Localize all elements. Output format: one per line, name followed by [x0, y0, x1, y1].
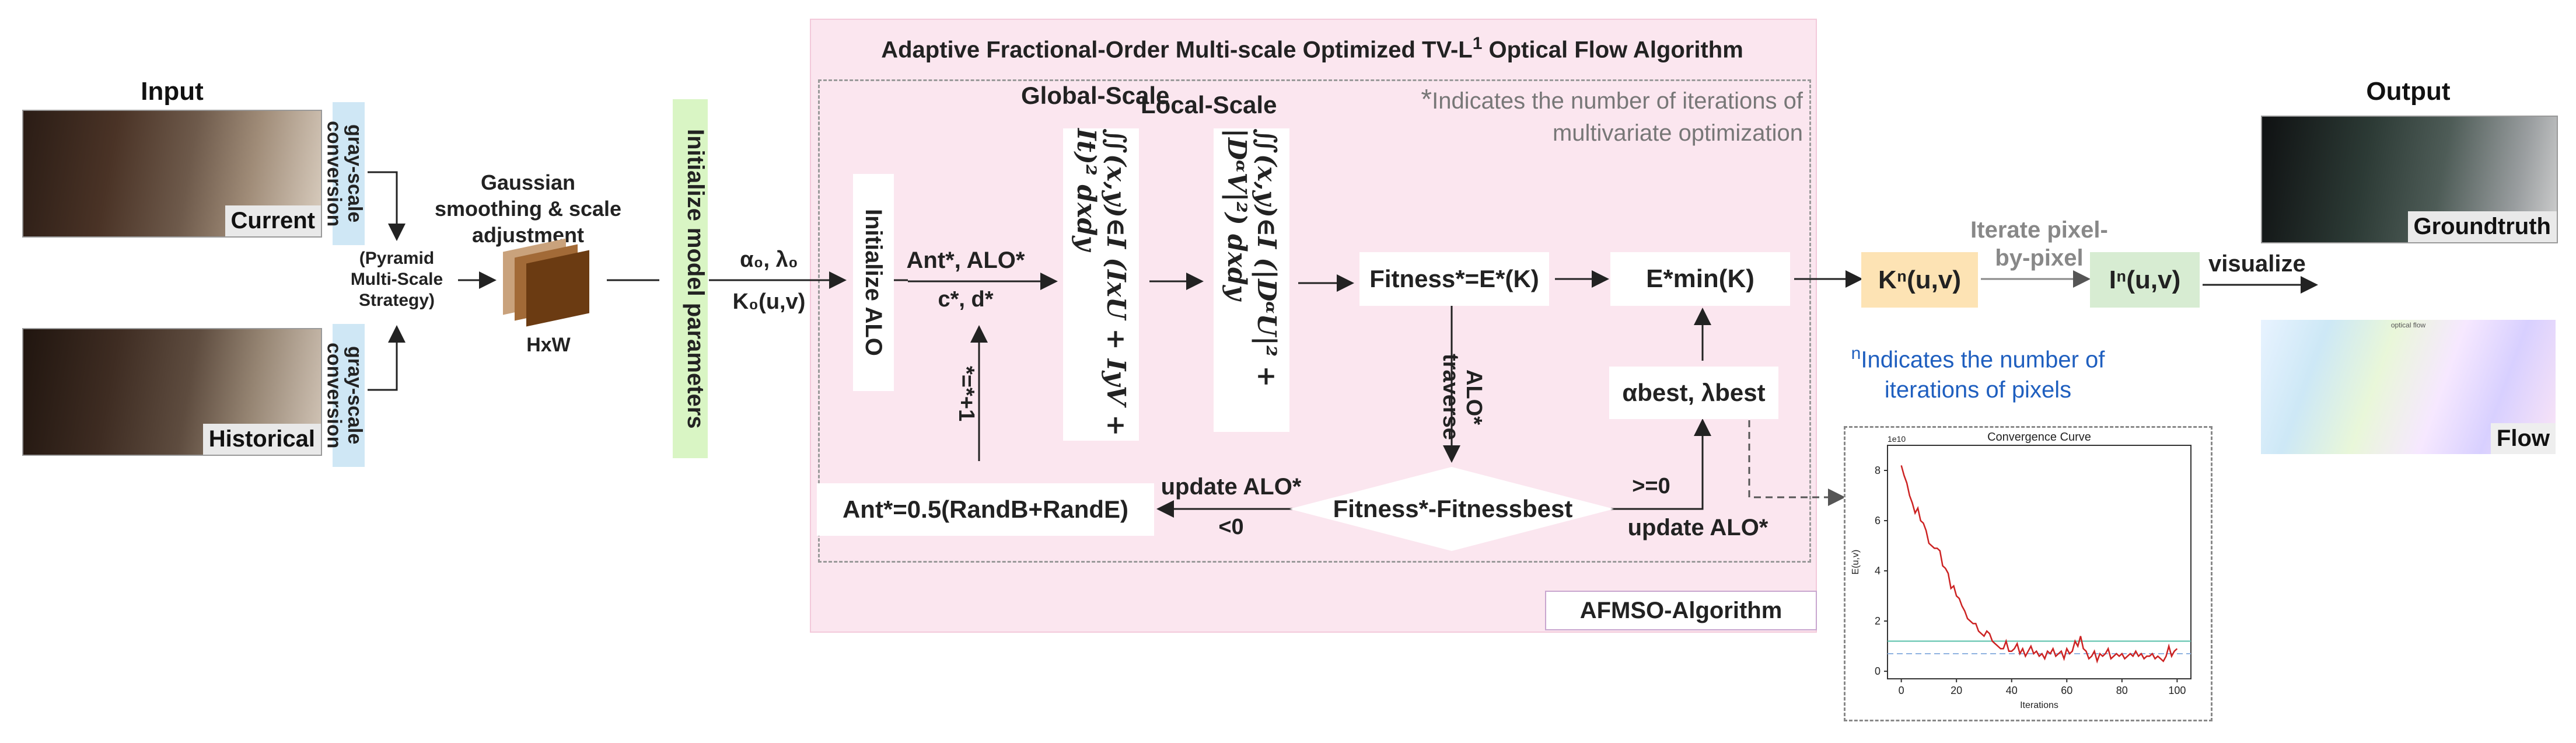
pixel-note-text: Indicates the number of iterations of pi… — [1861, 347, 2105, 403]
note-star: * — [1421, 84, 1432, 115]
note-text: Indicates the number of iterations of mu… — [1432, 88, 1803, 146]
smoothing-title: Gaussian smoothing & scale adjustment — [434, 170, 622, 247]
input-title: Input — [141, 77, 204, 106]
algorithm-title-main: Adaptive Fractional-Order Multi-scale Op… — [881, 37, 1473, 63]
global-scale-label: Global-Scale — [1021, 82, 1170, 109]
algorithm-title-end: Optical Flow Algorithm — [1482, 37, 1743, 63]
best-params-box: αbest, λbest — [1609, 367, 1778, 419]
ant-alo-label: Ant*, ALO* — [906, 247, 1025, 273]
current-frame-image: Current — [22, 110, 322, 238]
cd-label: c*, d* — [938, 287, 994, 312]
stack-size-label: HxW — [526, 334, 571, 356]
multivariate-note: *Indicates the number of iterations of m… — [1383, 82, 1803, 148]
gray-conversion-top: gray-scale conversion — [323, 102, 366, 245]
flow-label: Flow — [2490, 423, 2556, 454]
x-tick-label: 0 — [1899, 685, 1904, 696]
flow-image: optical flow Flow — [2261, 320, 2556, 454]
x-tick-label: 100 — [2168, 685, 2186, 696]
y-tick-label: 0 — [1875, 665, 1881, 677]
afmso-label: AFMSO-Algorithm — [1545, 591, 1817, 630]
convergence-chart: Convergence Curve 1e10 0 20 40 60 80 100 0 2 4 6 8It… — [1851, 431, 2191, 710]
historical-frame-image: Historical — [22, 328, 322, 456]
gray-conversion-bottom: gray-scale conversion — [323, 324, 366, 467]
increment-label: *=*+1 — [954, 366, 978, 422]
historical-label: Historical — [202, 424, 321, 455]
y-tick-label: 6 — [1875, 515, 1881, 526]
pixel-note-sup: n — [1851, 344, 1861, 363]
pixel-iteration-note: nIndicates the number of iterations of p… — [1838, 342, 2118, 405]
y-axis-label: E(u,v) — [1851, 550, 1861, 575]
ant-update-box: Ant*=0.5(RandB+RandE) — [817, 483, 1154, 536]
flow-caption: optical flow — [2390, 321, 2426, 329]
local-scale-formula: ∬(x,y)∈I (|DᵅU|² + |DᵅV|²) dxdy — [1214, 128, 1289, 432]
output-title: Output — [2366, 77, 2451, 106]
initialize-parameters-block: Initialize model parameters — [673, 99, 708, 458]
plot-area — [1887, 445, 2191, 679]
k-box: Kⁿ(u,v) — [1861, 252, 1978, 308]
alo-traverse-label: ALO* traverse — [1438, 354, 1486, 440]
params-line2: K₀(u,v) — [732, 289, 806, 314]
iterate-pixel-label: Iterate pixel-by-pixel — [1970, 217, 2108, 271]
fitness-box: Fitness*=E*(K) — [1359, 252, 1549, 306]
params-line1: α₀, λ₀ — [740, 247, 798, 272]
algorithm-title-sup: 1 — [1472, 34, 1483, 53]
convergence-series-line — [1900, 465, 2178, 664]
update-alo-left: update ALO* — [1161, 474, 1302, 500]
fitness-compare: Fitness*-Fitnessbest — [1333, 495, 1573, 522]
visualize-label: visualize — [2208, 251, 2306, 277]
decision-diamond — [1289, 467, 1614, 551]
geq-zero-label: >=0 — [1632, 474, 1670, 498]
update-alo-right: update ALO* — [1627, 515, 1768, 540]
pyramid-strategy: (Pyramid Multi-Scale Strategy) — [350, 249, 443, 310]
global-scale-formula: ∬(x,y)∈I (IxU + IyV + It)² dxdy — [1063, 128, 1139, 441]
current-label: Current — [225, 205, 321, 236]
groundtruth-image: Groundtruth — [2261, 116, 2558, 243]
local-scale-label: Local-Scale — [1141, 91, 1277, 118]
lt-zero-label: <0 — [1218, 515, 1244, 539]
optimization-loop-region — [818, 79, 1811, 563]
x-tick-label: 20 — [1951, 685, 1962, 696]
y-tick-label: 2 — [1875, 615, 1881, 627]
y-tick-label: 4 — [1875, 565, 1881, 577]
y-exponent-label: 1e10 — [1888, 434, 1906, 444]
i-box: Iⁿ(u,v) — [2090, 252, 2200, 308]
x-tick-label: 60 — [2061, 685, 2072, 696]
emin-box: E*min(K) — [1610, 252, 1790, 306]
groundtruth-label: Groundtruth — [2407, 211, 2557, 242]
chart-title: Convergence Curve — [1987, 431, 2091, 444]
algorithm-title: Adaptive Fractional-Order Multi-scale Op… — [810, 34, 1815, 63]
x-tick-label: 80 — [2116, 685, 2128, 696]
x-tick-label: 40 — [2006, 685, 2018, 696]
y-tick-label: 8 — [1875, 465, 1881, 476]
initialize-alo-box: Initialize ALO — [853, 174, 894, 391]
scale-stack-icon — [503, 233, 590, 327]
x-axis-label: Iterations — [2020, 700, 2058, 710]
